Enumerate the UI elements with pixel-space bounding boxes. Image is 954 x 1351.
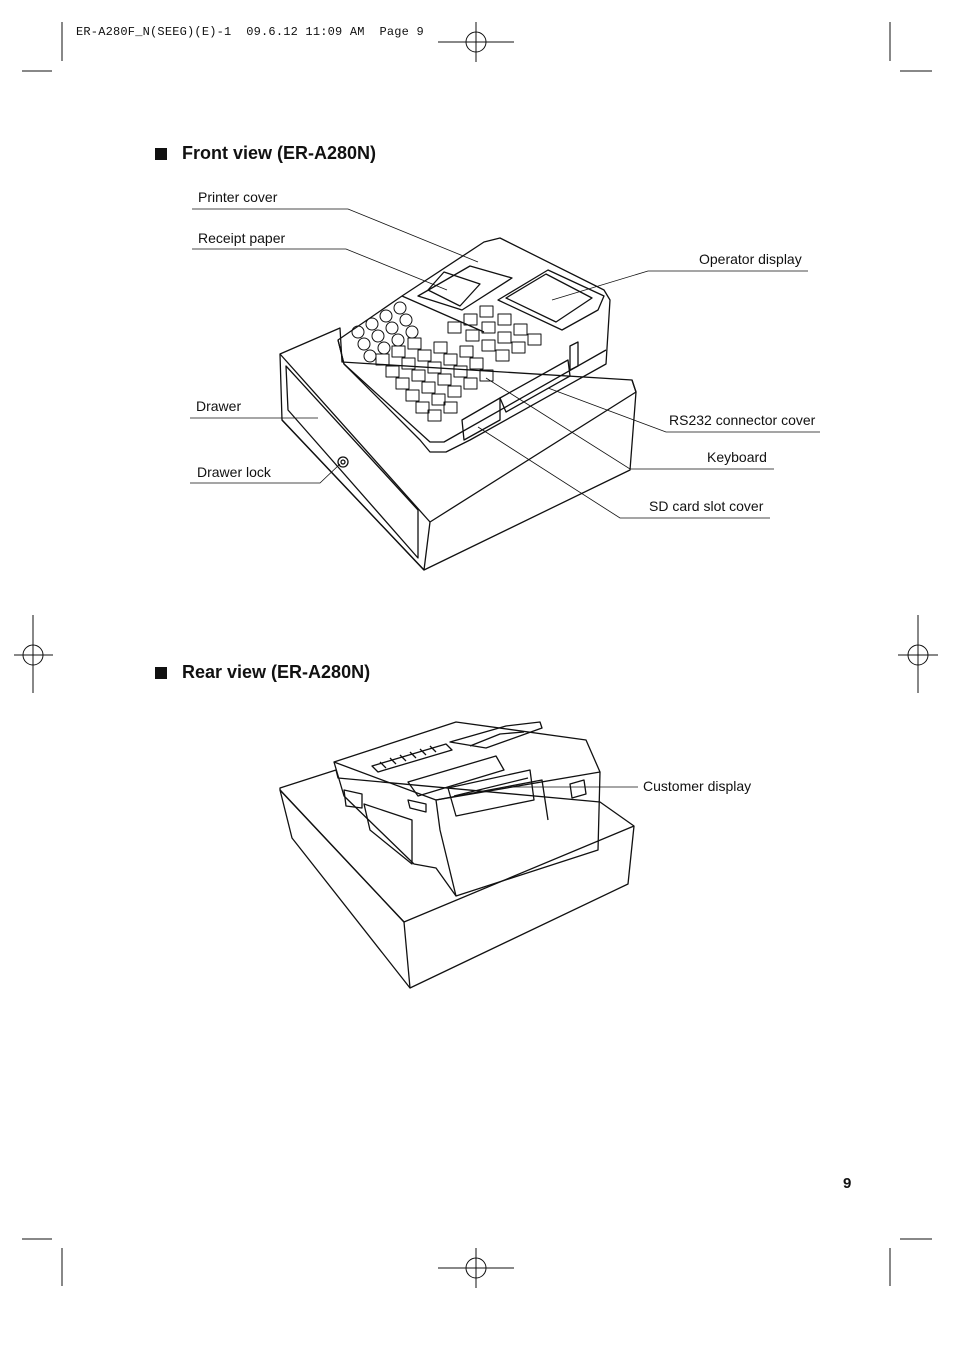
registration-mark-top	[438, 22, 514, 62]
rear-view-heading: Rear view (ER-A280N)	[155, 662, 370, 683]
rear-view-title: Rear view (ER-A280N)	[182, 662, 371, 682]
front-view-title: Front view (ER-A280N)	[182, 143, 377, 163]
page-number: 9	[843, 1175, 852, 1192]
rear-view-register-drawing	[279, 721, 635, 989]
front-view-heading: Front view (ER-A280N)	[155, 143, 376, 164]
label-operator-display: Operator display	[699, 251, 802, 267]
registration-mark-right	[898, 615, 938, 693]
label-keyboard: Keyboard	[707, 449, 767, 465]
front-view-leader-lines	[190, 208, 820, 519]
label-rs232-connector-cover: RS232 connector cover	[669, 412, 816, 428]
bullet-square-icon	[155, 147, 167, 160]
bullet-square-icon	[155, 666, 167, 679]
label-printer-cover: Printer cover	[198, 189, 278, 205]
label-drawer: Drawer	[196, 398, 242, 414]
registration-mark-left	[14, 615, 53, 693]
label-sd-card-slot-cover: SD card slot cover	[649, 498, 764, 514]
front-view-register-drawing	[279, 237, 637, 571]
print-slug-line: ER-A280F_N(SEEG)(E)-1 09.6.12 11:09 AM P…	[76, 25, 424, 39]
crop-marks	[22, 22, 932, 1286]
registration-mark-bottom	[438, 1248, 514, 1288]
label-receipt-paper: Receipt paper	[198, 230, 286, 246]
label-drawer-lock: Drawer lock	[197, 464, 271, 480]
label-customer-display: Customer display	[643, 778, 752, 794]
